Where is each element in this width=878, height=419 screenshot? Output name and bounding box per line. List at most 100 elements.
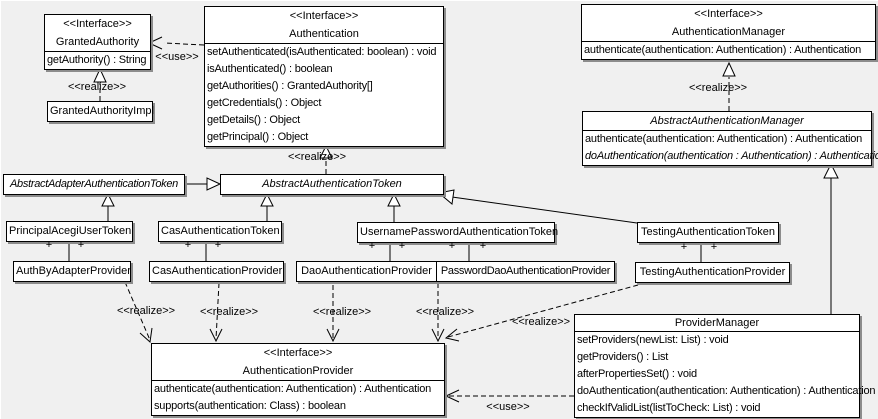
class-name: Authentication <box>289 28 359 40</box>
method-label: getPrincipal() : Object <box>207 131 309 143</box>
method-label: doAuthentication(authentication: Authent… <box>577 385 876 397</box>
association-lines <box>68 241 702 262</box>
class-username-password-authentication-token[interactable]: UsernamePasswordAuthenticationToken <box>357 222 559 243</box>
realize-abstract-token-to-authentication <box>319 144 333 174</box>
use-label: <<use>> <box>155 51 199 63</box>
plus-adornment: + <box>368 240 376 252</box>
generalization-adapter-token-to-abstract-token <box>179 177 222 191</box>
method-label: authenticate(authentication: Authenticat… <box>584 44 862 56</box>
class-provider-manager[interactable]: ProviderManager setProviders(newList: Li… <box>574 314 876 418</box>
method-label: getCredentials() : Object <box>207 97 322 109</box>
class-name: PasswordDaoAuthenticationProvider <box>440 265 611 277</box>
class-title: <<Interface>> AuthenticationManager <box>582 5 875 42</box>
class-password-dao-authentication-provider[interactable]: PasswordDaoAuthenticationProvider <box>436 261 615 282</box>
realize-cas-provider <box>209 282 223 343</box>
realize-label: <<realize>> <box>312 306 372 318</box>
class-auth-by-adapter-provider[interactable]: AuthByAdapterProvider <box>13 261 131 282</box>
class-testing-authentication-provider[interactable]: TestingAuthenticationProvider <box>635 262 790 283</box>
realize-granted-authority-impl <box>93 67 107 101</box>
realize-label: <<realize>> <box>415 306 475 318</box>
class-authentication-manager[interactable]: <<Interface>> AuthenticationManager auth… <box>581 4 876 60</box>
plus-adornment: + <box>710 241 718 253</box>
method-label: getAuthorities() : GrantedAuthority[] <box>207 80 373 92</box>
class-name: GrantedAuthority <box>55 36 140 48</box>
realize-label: <<realize>> <box>688 82 748 94</box>
class-title: <<Interface>> Authentication <box>205 7 443 44</box>
use-arrow-provider-manager-to-authentication-provider <box>444 389 574 403</box>
class-name: AbstractAuthenticationManager <box>650 115 804 127</box>
realize-abstract-manager-to-authentication-manager <box>722 61 736 111</box>
method-label: getAuthority() : String <box>47 54 147 66</box>
generalization-principal-token <box>101 192 115 221</box>
stereotype-label: <<Interface>> <box>289 10 359 22</box>
realize-testing-provider <box>444 284 639 342</box>
plus-adornment: + <box>680 241 688 253</box>
class-name: CasAuthenticationProvider <box>152 265 283 277</box>
class-authentication[interactable]: <<Interface>> Authentication setAuthenti… <box>204 6 444 147</box>
class-name: GrantedAuthorityImpl <box>50 105 154 117</box>
method-label: checkIfValidList(listToCheck: List) : vo… <box>577 402 761 414</box>
generalization-provider-manager <box>823 162 839 314</box>
class-name: TestingAuthenticationToken <box>641 226 775 238</box>
plus-adornment: + <box>479 240 487 252</box>
use-arrow-authentication-to-granted-authority <box>147 36 205 50</box>
class-name: AuthByAdapterProvider <box>16 265 131 277</box>
class-name: AuthenticationProvider <box>242 365 354 377</box>
class-granted-authority[interactable]: <<Interface>> GrantedAuthority getAuthor… <box>44 14 151 70</box>
realize-dao-provider <box>326 285 340 343</box>
class-title: <<Interface>> GrantedAuthority <box>45 15 150 52</box>
class-name: AbstractAuthenticationToken <box>262 178 402 190</box>
class-authentication-provider[interactable]: <<Interface>> AuthenticationProvider aut… <box>151 343 445 416</box>
method-label: authenticate(authentication: Authenticat… <box>154 383 432 395</box>
class-name: AuthenticationManager <box>671 26 786 38</box>
class-name: DaoAuthenticationProvider <box>301 265 432 277</box>
class-title: <<Interface>> AuthenticationProvider <box>152 344 444 381</box>
class-testing-authentication-token[interactable]: TestingAuthenticationToken <box>637 222 779 243</box>
class-name: UsernamePasswordAuthenticationToken <box>360 226 559 238</box>
method-label: getProviders() : List <box>577 351 669 363</box>
class-name: PrincipalAcegiUserToken <box>9 225 132 237</box>
class-cas-authentication-provider[interactable]: CasAuthenticationProvider <box>149 261 284 282</box>
method-label: getDetails() : Object <box>207 114 301 126</box>
realize-label: <<realize>> <box>116 305 176 317</box>
class-title: AbstractAuthenticationManager <box>583 112 871 131</box>
plus-adornment: + <box>45 239 53 251</box>
class-name: AbstractAdapterAuthenticationToken <box>10 178 178 190</box>
realize-label: <<realize>> <box>67 81 127 93</box>
stereotype-label: <<Interface>> <box>694 8 763 20</box>
plus-adornment: + <box>77 239 85 251</box>
realize-label: <<realize>> <box>511 316 571 328</box>
method-label: setProviders(newList: List) : void <box>577 334 729 346</box>
plus-adornment: + <box>448 240 456 252</box>
class-name: ProviderManager <box>674 317 760 329</box>
generalization-username-password-token <box>387 192 401 222</box>
plus-adornment: + <box>184 239 192 251</box>
method-label: setAuthenticated(isAuthenticated: boolea… <box>207 46 437 58</box>
realize-password-dao-provider <box>431 283 445 343</box>
class-abstract-authentication-manager[interactable]: AbstractAuthenticationManager authentica… <box>582 111 878 166</box>
use-label: <<use>> <box>486 401 530 413</box>
method-label: authenticate(authentication: Authenticat… <box>585 133 863 145</box>
stereotype-label: <<Interface>> <box>263 347 333 359</box>
method-label: afterPropertiesSet() : void <box>577 368 697 380</box>
class-name: TestingAuthenticationProvider <box>639 266 786 278</box>
class-title: ProviderManager <box>575 315 859 332</box>
realize-label: <<realize>> <box>287 151 347 163</box>
class-abstract-authentication-token[interactable]: AbstractAuthenticationToken <box>220 174 444 195</box>
method-label: isAuthenticated() : boolean <box>207 63 333 75</box>
class-cas-authentication-token[interactable]: CasAuthenticationToken <box>158 221 282 242</box>
class-granted-authority-impl[interactable]: GrantedAuthorityImpl <box>47 101 154 122</box>
class-dao-authentication-provider[interactable]: DaoAuthenticationProvider <box>296 261 437 282</box>
class-abstract-adapter-authentication-token[interactable]: AbstractAdapterAuthenticationToken <box>3 174 185 195</box>
realize-auth-by-adapter-provider <box>124 281 153 343</box>
method-label: doAuthentication(authentication : Authen… <box>585 150 878 162</box>
class-principal-acegi-user-token[interactable]: PrincipalAcegiUserToken <box>6 221 133 242</box>
generalization-cas-token <box>260 192 274 221</box>
plus-adornment: + <box>398 240 406 252</box>
class-name: CasAuthenticationToken <box>161 225 280 237</box>
plus-adornment: + <box>214 239 222 251</box>
stereotype-label: <<Interface>> <box>63 18 132 30</box>
realize-label: <<realize>> <box>199 306 259 318</box>
generalization-testing-token <box>437 189 638 224</box>
